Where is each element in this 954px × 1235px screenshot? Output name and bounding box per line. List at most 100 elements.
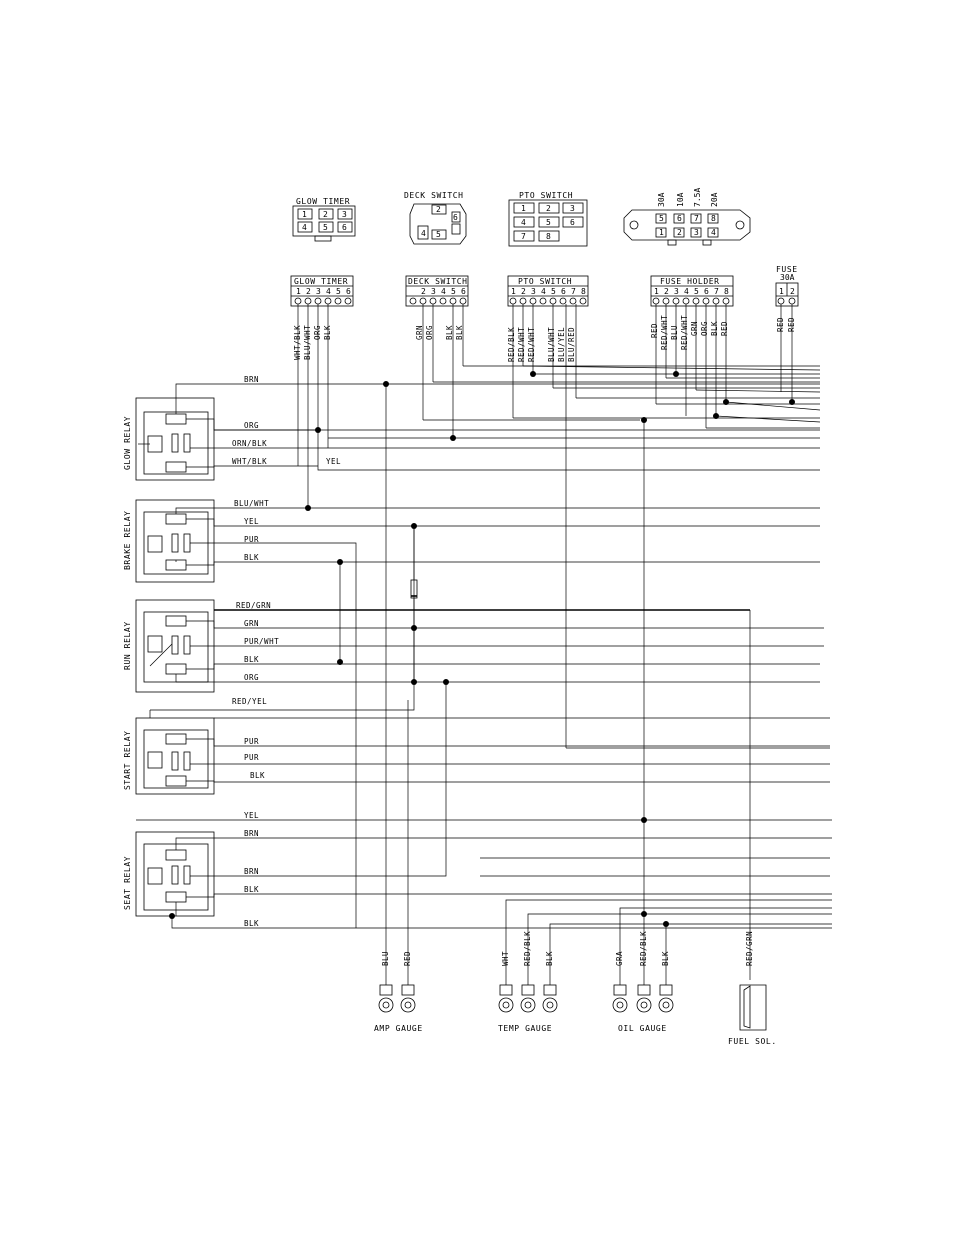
oil-gauge: GRA RED/BLK BLK OIL GAUGE	[612, 931, 674, 1033]
pto-wire-label: BLU/WHT	[547, 327, 556, 362]
fuse-rating: 30A	[657, 192, 666, 207]
temp-wire-label: BLK	[545, 951, 554, 966]
temp-gauge-title: TEMP GAUGE	[498, 1024, 552, 1033]
fuse-wire-label: RED	[787, 317, 796, 332]
glow-wire-label: YEL	[326, 457, 341, 466]
fh-pin: 4	[684, 287, 689, 296]
brake-relay-title: BRAKE RELAY	[123, 510, 132, 570]
ds-face-pin: 6	[453, 213, 458, 222]
oil-gauge-title: OIL GAUGE	[618, 1024, 667, 1033]
start-wire-label: RED/YEL	[232, 697, 267, 706]
gt-pin: 6	[346, 287, 351, 296]
pto-switch-header: PTO SWITCH 1 2 3 4 5 6 7 8 RED/BLK RED/W…	[507, 275, 589, 362]
fh-wire-label: RED/WHT	[680, 315, 689, 350]
ds-pin: 4	[441, 287, 446, 296]
fuse-header: FUSE 30A 1 2 RED RED	[775, 265, 799, 332]
ds-pin: 2	[421, 287, 426, 296]
pto-pin: 3	[531, 287, 536, 296]
pto-pin: 8	[581, 287, 586, 296]
ds-pin: 6	[461, 287, 466, 296]
glow-timer-face-title: GLOW TIMER	[296, 197, 350, 206]
fh-wire-label: RED	[720, 321, 729, 336]
gt-pin: 5	[336, 287, 341, 296]
ds-face-pin: 2	[436, 205, 441, 214]
fh-pin: 2	[664, 287, 669, 296]
ds-pin: 3	[431, 287, 436, 296]
pto-wire-label: RED/BLK	[507, 327, 516, 362]
fb-face-pin: 3	[694, 228, 699, 237]
fuse-holder-header-title: FUSE HOLDER	[660, 277, 720, 286]
glow-relay-title: GLOW RELAY	[123, 416, 132, 470]
glow-wire-label: BRN	[244, 375, 259, 384]
fh-wire-label: RED/WHT	[660, 315, 669, 350]
pto-face-pin: 6	[570, 218, 575, 227]
fuel-solenoid-title: FUEL SOL.	[728, 1037, 777, 1046]
fh-pin: 7	[714, 287, 719, 296]
deck-switch-connector-face: DECK SWITCH 2 4 5 6	[404, 191, 467, 245]
gt-face-pin: 6	[342, 223, 347, 232]
gt-wire-label: BLU/WHT	[303, 325, 312, 360]
amp-wire-label: BLU	[381, 951, 390, 966]
gt-face-pin: 3	[342, 210, 347, 219]
temp-wire-label: WHT	[501, 951, 510, 966]
brake-wire-label: BLU/WHT	[234, 499, 269, 508]
fuse-rating: 7.5A	[693, 188, 702, 207]
glow-timer-header-title: GLOW TIMER	[294, 277, 348, 286]
pto-pin: 5	[551, 287, 556, 296]
deck-switch-header: DECK SWITCH 2 3 4 5 6 GRN ORG BLK BLK	[405, 275, 469, 340]
pto-wire-label: BLU/RED	[567, 327, 576, 362]
pto-pin: 2	[521, 287, 526, 296]
fh-pin: 5	[694, 287, 699, 296]
seat-wire-label: BRN	[244, 829, 259, 838]
fuel-solenoid: RED/GRN FUEL SOL.	[728, 931, 777, 1046]
fh-pin: 8	[724, 287, 729, 296]
fh-pin: 3	[674, 287, 679, 296]
start-wire-label: BLK	[250, 771, 265, 780]
run-wire-label: BLK	[244, 655, 259, 664]
fuel-wire-label: RED/GRN	[745, 931, 754, 966]
fuse-wire-label: RED	[776, 317, 785, 332]
fb-face-pin: 8	[711, 214, 716, 223]
ds-face-pin: 5	[436, 230, 441, 239]
pto-pin: 7	[571, 287, 576, 296]
pto-pin: 4	[541, 287, 546, 296]
fh-wire-label: GRN	[690, 321, 699, 336]
oil-wire-label: BLK	[661, 951, 670, 966]
seat-relay-title: SEAT RELAY	[123, 856, 132, 910]
amp-wire-label: RED	[403, 951, 412, 966]
oil-wire-label: GRA	[615, 951, 624, 966]
fh-pin: 1	[654, 287, 659, 296]
amp-gauge-title: AMP GAUGE	[374, 1024, 423, 1033]
pto-face-pin: 7	[521, 232, 526, 241]
ds-wire-label: BLK	[445, 325, 454, 340]
brake-wire-label: BLK	[244, 553, 259, 562]
run-wire-label: ORG	[244, 673, 259, 682]
pto-wire-label: RED/WHT	[527, 327, 536, 362]
long-vertical-wires	[339, 382, 832, 985]
gt-face-pin: 1	[302, 210, 307, 219]
fuse-rating: 30A	[780, 273, 795, 282]
fb-face-pin: 7	[694, 214, 699, 223]
ds-wire-label: ORG	[425, 325, 434, 340]
fb-face-pin: 2	[677, 228, 682, 237]
fb-face-pin: 4	[711, 228, 716, 237]
pto-switch-header-title: PTO SWITCH	[518, 277, 572, 286]
brake-wire-label: YEL	[244, 517, 259, 526]
junction-dots	[169, 371, 795, 927]
fuse-pin: 2	[790, 287, 795, 296]
pto-wire-label: BLU/YEL	[557, 327, 566, 362]
run-relay: RUN RELAY RED/GRN GRN PUR/WHT BLK ORG	[123, 599, 824, 980]
seat-relay: SEAT RELAY YEL BRN BRN BLK BLK	[123, 682, 832, 929]
pto-face-pin: 3	[570, 204, 575, 213]
pto-switch-face-title: PTO SWITCH	[519, 191, 573, 200]
seat-wire-label: BRN	[244, 867, 259, 876]
fuse-pin: 1	[779, 287, 784, 296]
fh-wire-label: BLU	[670, 325, 679, 340]
gt-face-pin: 5	[323, 223, 328, 232]
start-wire-label: PUR	[244, 753, 259, 762]
glow-wire-label: WHT/BLK	[232, 457, 267, 466]
fuse-block-connector-face: 30A 10A 7.5A 20A 5 6 7 8 1 2 3 4	[623, 188, 751, 246]
fb-face-pin: 5	[659, 214, 664, 223]
gt-pin: 4	[326, 287, 331, 296]
run-wire-label: RED/GRN	[236, 601, 271, 610]
